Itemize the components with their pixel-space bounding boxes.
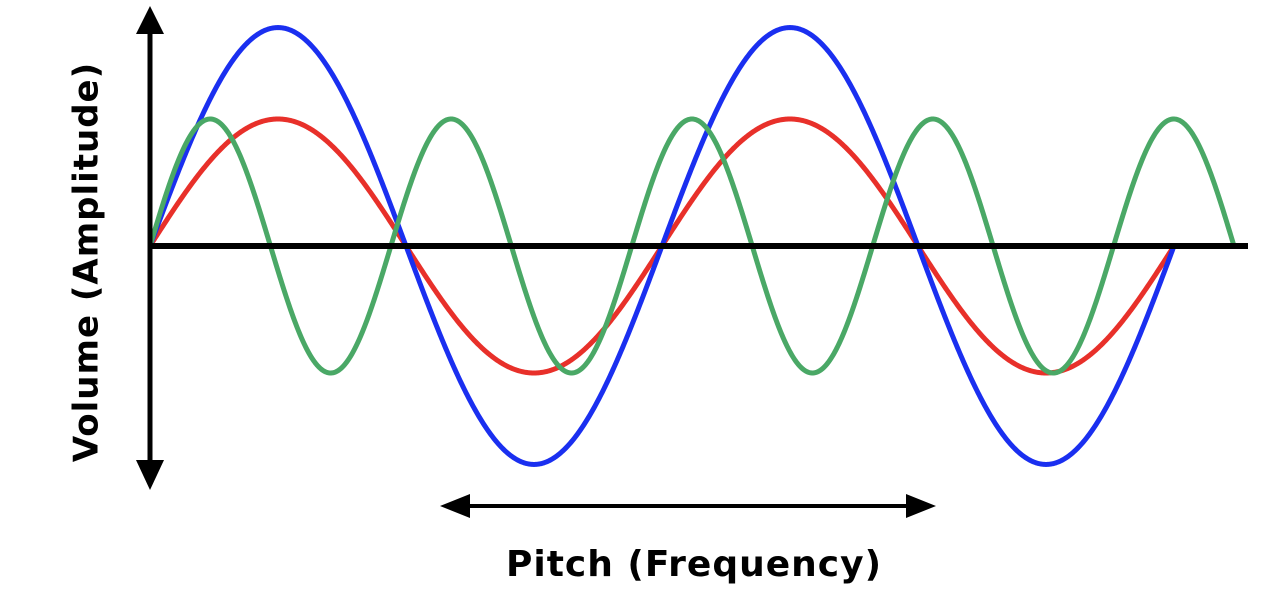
- green-wave: [147, 116, 1237, 376]
- frequency-arrowhead-right: [906, 494, 936, 518]
- amplitude-axis-arrowhead-top: [136, 6, 164, 34]
- x-axis-label: Pitch (Frequency): [506, 544, 882, 585]
- amplitude-axis-arrowhead-bottom: [136, 460, 164, 490]
- y-axis-label: Volume (Amplitude): [67, 62, 107, 462]
- frequency-arrowhead-left: [440, 494, 470, 518]
